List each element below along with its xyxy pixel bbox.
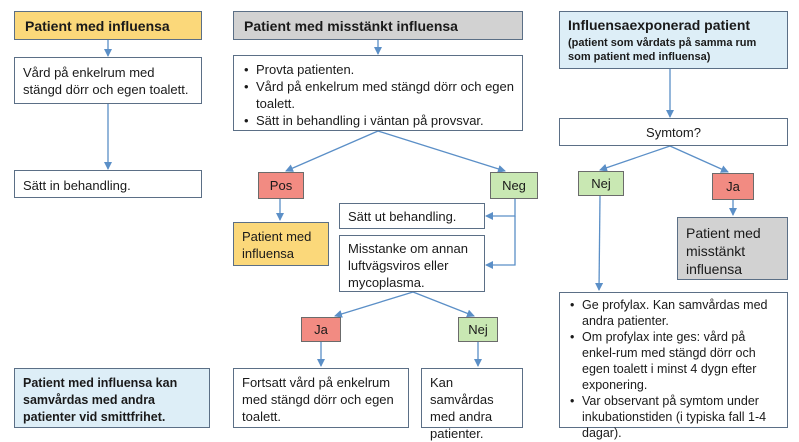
c3-bullet-item: Ge profylax. Kan samvårdas med andra pat… xyxy=(570,297,781,329)
c2-bullet-item: Vård på enkelrum med stängd dörr och ege… xyxy=(244,78,514,112)
c2-header: Patient med misstänkt influensa xyxy=(233,11,523,40)
arrow-c3-symptom-to-nej xyxy=(599,145,671,172)
c3-ja-label: Ja xyxy=(726,179,740,194)
c3-ja-node: Ja xyxy=(712,173,754,200)
c3-symptom-text: Symtom? xyxy=(646,125,701,140)
c1-treatment-box: Sätt in behandling. xyxy=(14,170,202,198)
arrow-c3-symptom-to-ja xyxy=(669,145,729,173)
arrow-c2-suspicion-to-nej xyxy=(412,291,475,318)
c3-header-box: Influensaexponerad patient (patient som … xyxy=(559,11,788,69)
arrow-c2-bullets-to-pos xyxy=(285,130,379,172)
arrow-c2-neg-to-stop xyxy=(485,199,516,220)
c2-ja-result-text: Fortsatt vård på enkelrum med stängd dör… xyxy=(242,375,394,424)
c2-ja-node: Ja xyxy=(301,317,341,342)
c2-header-text: Patient med misstänkt influensa xyxy=(244,18,458,34)
c3-ja-result-box: Patient med misstänkt influensa xyxy=(677,217,788,280)
c2-pos-result-box: Patient med influensa xyxy=(233,222,329,266)
c2-stop-treatment-box: Sätt ut behandling. xyxy=(339,203,485,229)
c3-nej-node: Nej xyxy=(578,171,624,196)
c2-nej-node: Nej xyxy=(458,317,498,342)
c2-neg-label: Neg xyxy=(502,178,526,193)
c3-bullet-item: Om profylax inte ges: vård på enkel-rum … xyxy=(570,329,781,393)
c2-suspicion-box: Misstanke om annan luftvägsviros eller m… xyxy=(339,235,485,292)
c2-neg-node: Neg xyxy=(490,172,538,199)
c2-pos-label: Pos xyxy=(269,178,293,193)
c3-symptom-box: Symtom? xyxy=(559,118,788,146)
c2-bullets-box: Provta patienten. Vård på enkelrum med s… xyxy=(233,55,523,131)
c2-ja-label: Ja xyxy=(314,322,328,337)
c1-footer-box: Patient med influensa kan samvårdas med … xyxy=(14,368,210,428)
c3-header-text: Influensaexponerad patient xyxy=(568,17,751,33)
c2-bullet-item: Provta patienten. xyxy=(244,61,514,78)
c3-subheader-text: (patient som vårdats på samma rum som pa… xyxy=(568,37,757,63)
arrow-c3-nej-to-bullets xyxy=(595,195,604,291)
c2-pos-result-text: Patient med influensa xyxy=(242,229,312,261)
c1-footer-text: Patient med influensa kan samvårdas med … xyxy=(23,376,178,424)
c3-ja-result-text: Patient med misstänkt influensa xyxy=(686,225,761,277)
c1-header: Patient med influensa xyxy=(14,11,202,40)
arrow-c2-neg-to-suspicion xyxy=(485,216,516,269)
c2-nej-label: Nej xyxy=(468,322,488,337)
c2-ja-result-box: Fortsatt vård på enkelrum med stängd dör… xyxy=(233,368,409,428)
c3-bullets-box: Ge profylax. Kan samvårdas med andra pat… xyxy=(559,292,788,440)
c2-bullet-list: Provta patienten. Vård på enkelrum med s… xyxy=(242,61,514,129)
c2-suspicion-text: Misstanke om annan luftvägsviros eller m… xyxy=(348,241,468,290)
c2-bullet-item: Sätt in behandling i väntan på provsvar. xyxy=(244,112,514,129)
c1-treatment-text: Sätt in behandling. xyxy=(23,178,131,193)
c1-isolation-box: Vård på enkelrum med stängd dörr och ege… xyxy=(14,57,202,104)
c3-bullet-list: Ge profylax. Kan samvårdas med andra pat… xyxy=(568,297,781,441)
c2-nej-result-box: Kan samvårdas med andra patienter. xyxy=(421,368,523,441)
c3-nej-label: Nej xyxy=(591,176,611,191)
c1-header-text: Patient med influensa xyxy=(25,18,170,34)
c1-isolation-text: Vård på enkelrum med stängd dörr och ege… xyxy=(23,65,189,97)
c2-pos-node: Pos xyxy=(258,172,304,199)
c3-bullet-item: Var observant på symtom under inkubation… xyxy=(570,393,781,441)
c2-stop-treatment-text: Sätt ut behandling. xyxy=(348,209,457,224)
c2-nej-result-text: Kan samvårdas med andra patienter. xyxy=(430,375,494,441)
arrow-c2-suspicion-to-ja xyxy=(334,291,414,318)
arrow-c2-bullets-to-neg xyxy=(377,130,506,173)
